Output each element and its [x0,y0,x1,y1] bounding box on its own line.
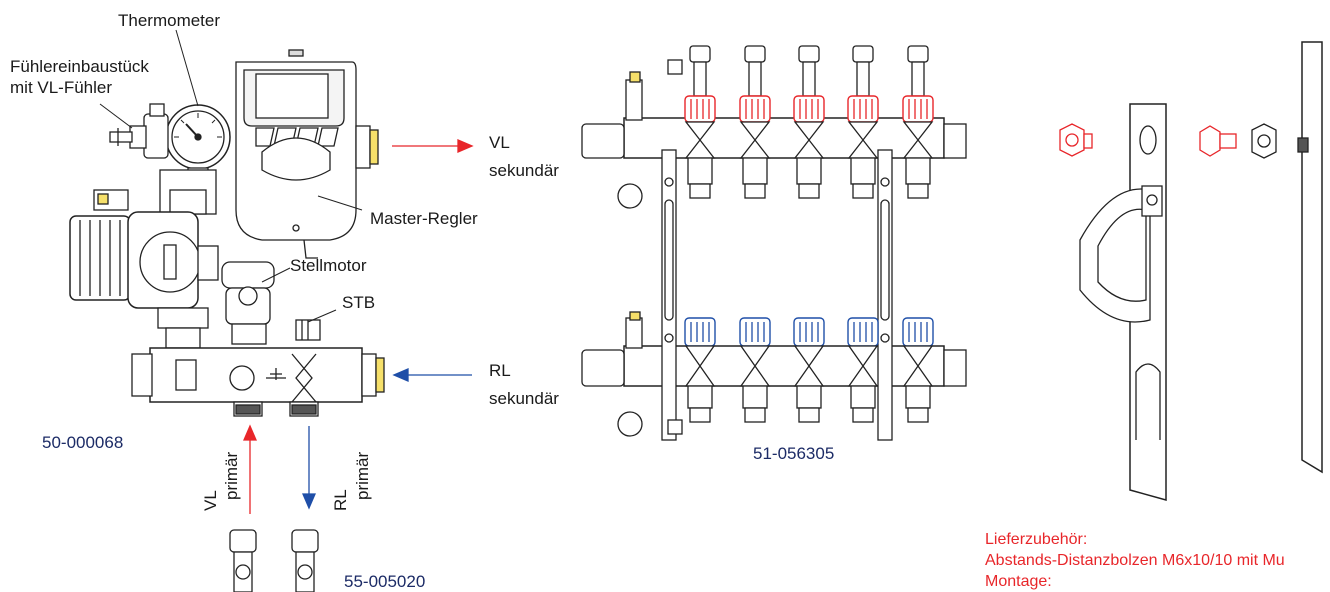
label-sensor-line1: Fühlereinbaustück [10,57,149,76]
bottom-outlet-nut [907,407,929,423]
top-outlet [796,157,822,185]
top-valve-body [739,121,771,159]
bottom-coupling [902,317,934,347]
top-coupling [684,95,716,123]
top-valve-cap [689,45,711,63]
circulation-pump [69,189,219,309]
bracket-drawing [1059,41,1323,501]
top-outlet [687,157,713,185]
top-coupling [793,95,825,123]
label-delivery-item: Abstands-Distanzbolzen M6x10/10 mit Mu [985,552,1285,569]
stb-limiter [295,319,321,341]
bottom-outlet-nut [798,407,820,423]
sensor-fitting-drawing [109,103,169,159]
label-rl-primary: RL [331,489,350,511]
bottom-outlet-nut [744,407,766,423]
bottom-outlet [796,385,822,409]
bottom-valve-body [847,345,879,387]
top-outlet [742,157,768,185]
top-valve-cap [744,45,766,63]
bottom-outlet [687,385,713,409]
top-outlet-nut [852,183,874,199]
label-vl-secondary: VL [489,133,510,152]
label-montage: Montage: [985,573,1052,590]
label-delivery-title: Lieferzubehör: [985,531,1088,548]
label-thermometer: Thermometer [118,11,221,30]
label-master-controller: Master-Regler [370,209,478,228]
label-rl-primary-sub: primär [353,451,372,500]
label-actuator: Stellmotor [290,256,367,275]
top-coupling [739,95,771,123]
top-outlet-nut [744,183,766,199]
top-valve-stem [802,61,816,97]
bottom-outlet [905,385,931,409]
top-valve-stem [693,61,707,97]
mixing-station-drawing [69,49,385,592]
label-vl-primary-sub: primär [222,451,241,500]
top-valve-body [902,121,934,159]
part-number-ball-valves: 55-005020 [344,572,426,591]
ball-valves [229,529,319,592]
flow-arrows [243,139,474,514]
top-valve-body [847,121,879,159]
label-vl-secondary-sub: sekundär [489,161,559,180]
label-vl-primary: VL [201,490,220,511]
bottom-outlet [850,385,876,409]
top-outlet-nut [907,183,929,199]
part-number-manifold: 51-056305 [753,444,835,463]
bottom-coupling [739,317,771,347]
leader-lines [99,29,363,323]
top-valve-cap [907,45,929,63]
top-valve-cap [852,45,874,63]
master-controller [235,49,379,259]
top-valve-stem [856,61,870,97]
top-outlet [905,157,931,185]
bottom-valve-body [902,345,934,387]
top-coupling [847,95,879,123]
label-rl-secondary-sub: sekundär [489,389,559,408]
top-outlet-nut [689,183,711,199]
bottom-coupling [684,317,716,347]
top-outlet-nut [798,183,820,199]
bottom-outlet-nut [689,407,711,423]
part-number-mixing-station: 50-000068 [42,433,124,452]
bottom-outlet-nut [852,407,874,423]
top-valve-cap [798,45,820,63]
top-valve-stem [911,61,925,97]
bottom-coupling [847,317,879,347]
manifold-outlets [684,45,934,423]
label-stb: STB [342,293,376,312]
top-outlet [850,157,876,185]
top-valve-stem [748,61,762,97]
bottom-outlet [742,385,768,409]
top-valve-body [793,121,825,159]
label-rl-secondary: RL [489,361,511,380]
bottom-coupling [793,317,825,347]
actuator [221,261,275,345]
label-sensor-line2: mit VL-Fühler [10,78,113,97]
top-coupling [902,95,934,123]
manifold-drawing [581,59,967,441]
